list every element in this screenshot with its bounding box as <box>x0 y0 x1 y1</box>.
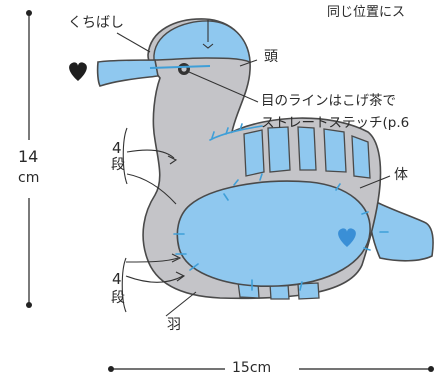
body-stripes <box>237 126 371 300</box>
body-label: 体 <box>394 167 408 183</box>
duck-tail <box>367 196 434 262</box>
rows-upper-unit: 段 <box>111 157 125 173</box>
rows-lower-number: 4 <box>112 270 122 288</box>
head-label: 頭 <box>264 49 278 65</box>
stitch-lines <box>173 123 389 291</box>
row-brace-upper <box>122 127 178 205</box>
wing-label: 羽 <box>167 317 181 333</box>
eye-icon <box>149 63 211 75</box>
width-dot-left <box>108 366 114 372</box>
height-unit: cm <box>18 170 40 186</box>
heart-icon <box>69 62 87 81</box>
heart-icon-blue <box>338 228 356 247</box>
rows-lower-unit: 段 <box>111 290 125 306</box>
height-dot-top <box>26 10 32 16</box>
width-dot-right <box>428 366 434 372</box>
height-dot-bottom <box>26 302 32 308</box>
width-label: 15cm <box>232 360 272 376</box>
leader-lines <box>116 20 391 317</box>
duck-crown <box>153 20 251 64</box>
duck-wing <box>176 180 371 287</box>
eye-line-note-1: 目のラインはこげ茶で <box>261 93 396 109</box>
eye-line-note-2: ストレートステッチ(p.6 <box>261 115 410 131</box>
rows-upper-number: 4 <box>112 139 122 157</box>
row-brace-lower <box>121 253 186 313</box>
duck-beak <box>96 59 159 87</box>
top-note: 同じ位置にス <box>327 5 406 20</box>
height-value: 14 <box>18 147 39 166</box>
beak-label: くちばし <box>68 15 124 31</box>
